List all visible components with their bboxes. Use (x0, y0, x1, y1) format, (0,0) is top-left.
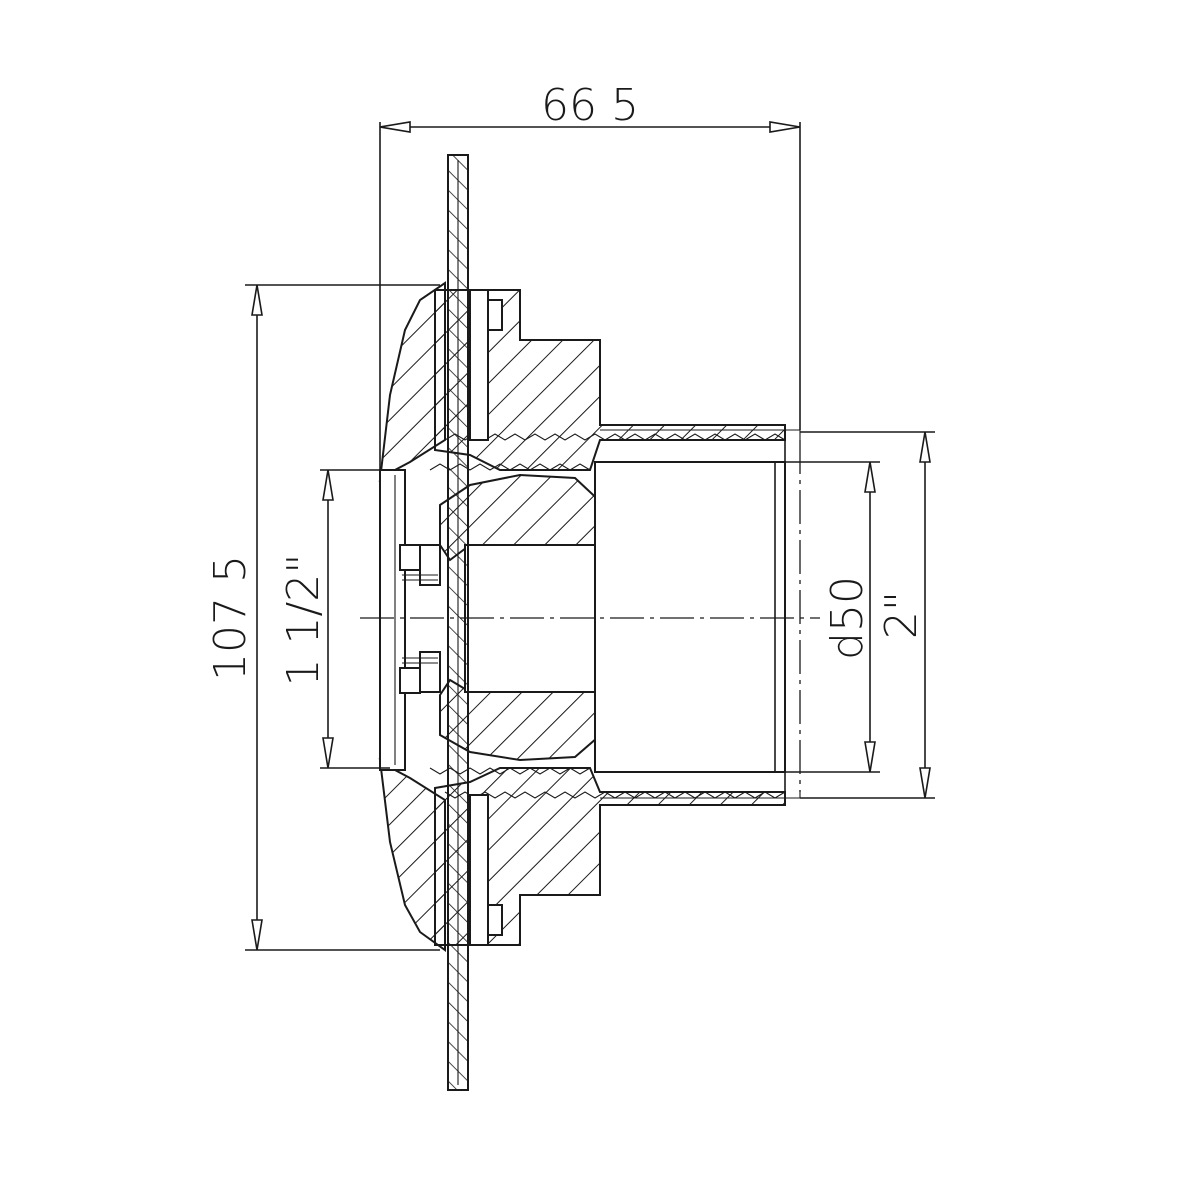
pipe-tail (594, 461, 786, 773)
dim-outer-thread-label: 2" (876, 591, 927, 639)
clamp-ring-bottom-bolt (487, 904, 503, 936)
dim-inner-thread-label: 1 1/2" (278, 553, 329, 686)
fitting-cross-section (360, 154, 820, 1091)
clamp-ring-top-bolt (487, 299, 503, 331)
face-plate (379, 469, 406, 771)
dim-overall-width: 66 5 (379, 80, 801, 470)
dim-overall-height: 107 5 (205, 284, 440, 951)
dim-pipe-diameter-label: d50 (822, 576, 873, 660)
lower-collar (378, 757, 446, 952)
upper-flange-body (434, 289, 786, 471)
dim-inner-thread: 1 1/2" (278, 469, 390, 769)
clamp-ring-bottom (469, 794, 489, 946)
thread-teeth-top (444, 433, 786, 441)
dim-outer-thread: 2" (800, 431, 935, 799)
slot-bot-a (399, 667, 421, 694)
thread-teeth-bottom (444, 791, 786, 799)
slot-top-b (419, 544, 441, 586)
dim-pipe-diameter: d50 (785, 461, 880, 773)
dim-overall-height-label: 107 5 (205, 555, 256, 681)
upper-collar (378, 281, 446, 483)
slot-bot-b (419, 651, 441, 693)
lower-flange-body (434, 767, 786, 946)
slot-top-a (399, 544, 421, 571)
clamp-ring-top (469, 289, 489, 441)
dim-overall-width-label: 66 5 (541, 80, 639, 131)
